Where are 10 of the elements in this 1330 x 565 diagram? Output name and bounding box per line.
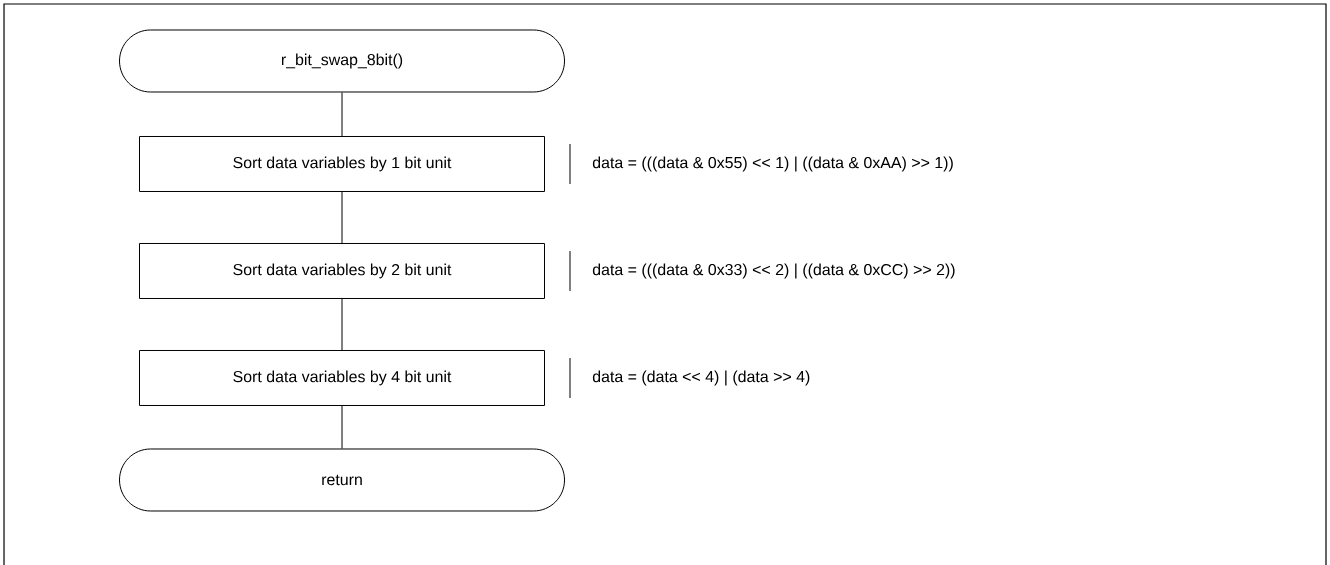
code-annotation: data = (data << 4) | (data >> 4) [592,370,810,386]
process-box: Sort data variables by 4 bit unit [139,350,545,406]
connector-line [341,92,343,137]
connector-line [341,191,343,244]
connector-line [341,298,343,351]
code-annotation: data = (((data & 0x55) << 1) | ((data & 0xAA) >> 1)) [592,156,953,172]
process-box: Sort data variables by 2 bit unit [139,243,545,299]
process-box: Sort data variables by 1 bit unit [139,136,545,192]
connector-line [341,405,343,449]
code-annotation: data = (((data & 0x33) << 2) | ((data & 0xCC) >> 2)) [592,263,955,279]
